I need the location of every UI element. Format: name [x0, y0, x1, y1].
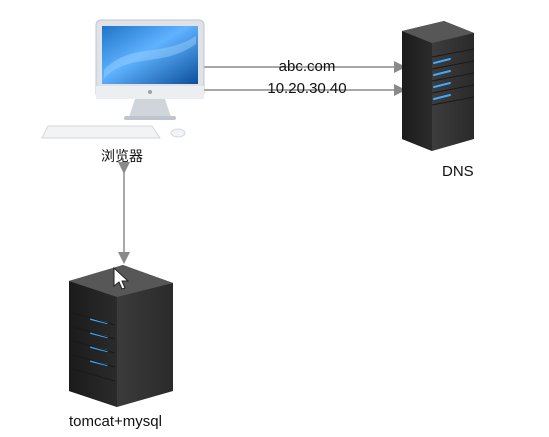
connectors: [118, 61, 406, 264]
desktop-computer-icon: [41, 19, 205, 139]
edge-label-domain: abc.com: [278, 58, 336, 75]
node-label-dns: DNS: [442, 163, 474, 180]
mouse-cursor-icon: [113, 266, 130, 290]
edge-label-ip: 10.20.30.40: [267, 80, 347, 97]
node-label-app-server: tomcat+mysql: [69, 413, 162, 430]
node-label-browser: 浏览器: [101, 149, 143, 165]
server-tower-icon: [402, 21, 475, 151]
